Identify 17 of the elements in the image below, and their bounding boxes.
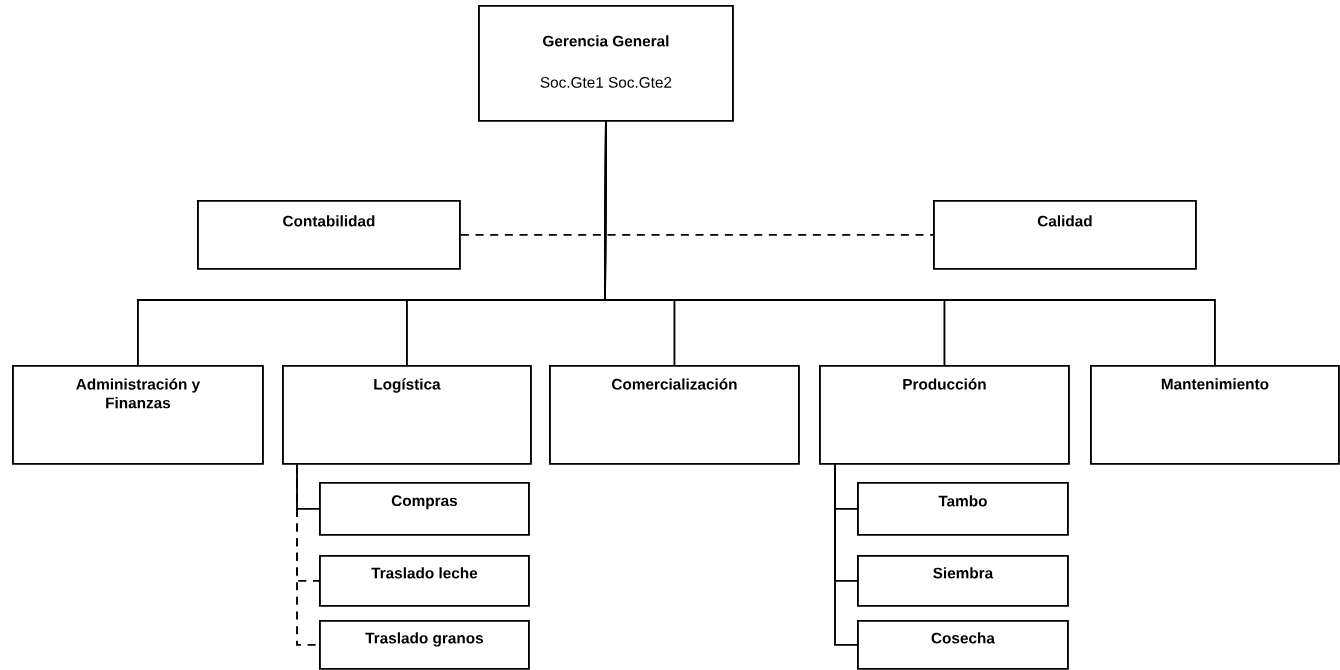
section-box: Cosecha xyxy=(857,620,1069,670)
section-box: Siembra xyxy=(857,555,1069,607)
staff-box: Calidad xyxy=(933,200,1197,270)
department-box: Administración y Finanzas xyxy=(12,365,264,465)
connector-line xyxy=(604,120,1216,366)
connector-line xyxy=(834,463,858,646)
section-box: Tambo xyxy=(857,482,1069,536)
section-box: Traslado leche xyxy=(319,555,530,607)
department-box: Comercialización xyxy=(549,365,800,465)
department-box: Mantenimiento xyxy=(1090,365,1340,465)
staff-box: Contabilidad xyxy=(197,200,461,270)
department-box: Producción xyxy=(819,365,1070,465)
management-box: Gerencia General Soc.Gte1 Soc.Gte2 xyxy=(478,5,734,122)
connector-line xyxy=(459,234,934,236)
section-box: Compras xyxy=(319,482,530,536)
department-box: Logística xyxy=(282,365,532,465)
section-box: Traslado granos xyxy=(319,620,530,670)
